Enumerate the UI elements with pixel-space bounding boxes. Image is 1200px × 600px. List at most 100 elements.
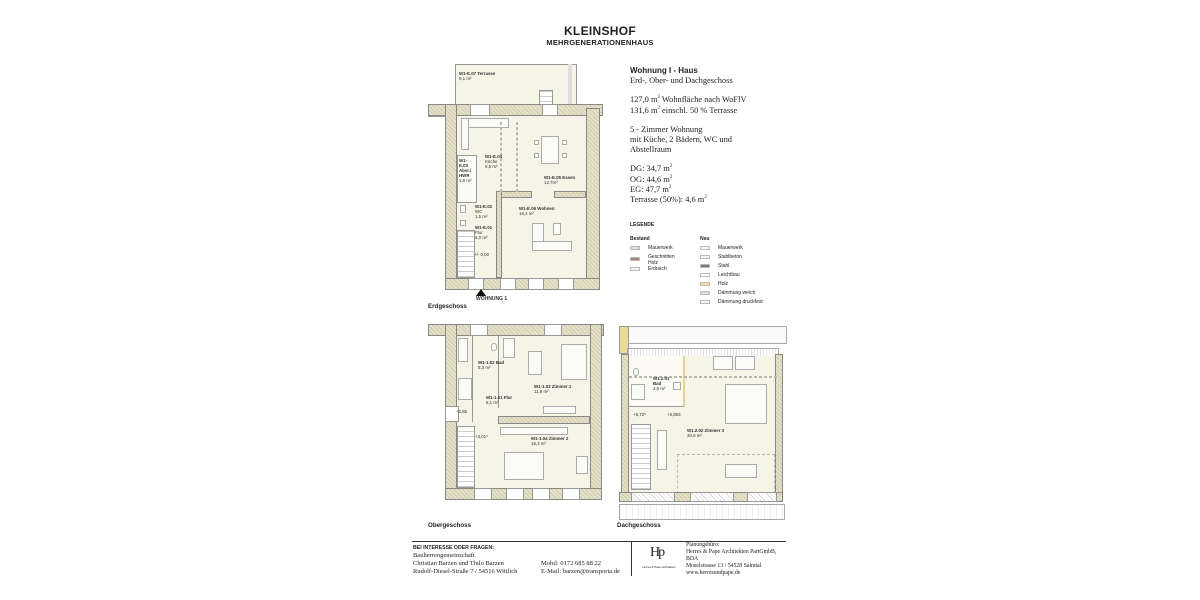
bed [725, 384, 767, 424]
wall [775, 354, 783, 494]
window [470, 324, 488, 336]
window [562, 488, 580, 500]
window [528, 278, 544, 290]
wall [496, 191, 502, 278]
legend-item: Dämmung druckfest [700, 298, 790, 307]
area-eg: EG: 47,7 m2 [630, 184, 672, 194]
contact-block: BEI INTERESSE ODER FRAGEN: Bauherrengeme… [413, 544, 633, 576]
wardrobe [500, 427, 568, 435]
legend-item: Erdreich [630, 265, 696, 274]
staircase [631, 424, 651, 490]
skylight [713, 356, 733, 370]
bed [561, 344, 587, 380]
legend-title: LEGENDE [630, 222, 655, 228]
swatch-icon [700, 246, 710, 250]
window [544, 324, 562, 336]
window [532, 488, 550, 500]
area-og: OG: 44,6 m2 [630, 174, 673, 184]
wall [554, 191, 586, 198]
wall [445, 104, 457, 290]
swatch-icon [700, 282, 710, 286]
wall [500, 191, 532, 198]
coffee-table [553, 223, 561, 235]
contact-email[interactable]: E-Mail: barzen@transporta.de [541, 568, 620, 575]
sofa [532, 241, 572, 251]
wardrobe [543, 406, 576, 414]
toilet [460, 205, 466, 213]
desk [528, 351, 542, 375]
legend-item: Stahl [700, 262, 790, 271]
architect-logo: Hp [650, 545, 665, 560]
unit-floors: Erd-, Ober- und Dachgeschoss [630, 76, 733, 86]
rooms-desc-3: Abstellraum [630, 145, 672, 155]
shower-tray [458, 378, 472, 400]
skylight [735, 356, 755, 370]
unit-title: Wohnung I - Haus [630, 66, 698, 75]
living-area: 127,0 m2 Wohnfläche nach WoFlV [630, 95, 747, 105]
swatch-icon [630, 246, 640, 250]
staircase [457, 426, 475, 488]
legend-bestand: Bestand Mauerwerk Geschnitten Holz Erdre… [630, 235, 696, 274]
swatch-icon [700, 255, 710, 259]
office-name: Herres & Pape Architekten PartGmbB, [686, 549, 777, 555]
contact-mobile: Mobil: 0172 685 88 22 [541, 560, 601, 567]
contact-heading: BEI INTERESSE ODER FRAGEN: [413, 545, 494, 551]
office-label: Planungsbüro: [686, 542, 720, 548]
logo-caption: Herres & Pape Architekten [642, 565, 676, 569]
bathtub [458, 338, 468, 362]
level-mark: +2,85 [456, 409, 468, 414]
footer-divider [631, 542, 632, 576]
rooms-desc-2: mit Küche, 2 Bädern, WC und [630, 135, 732, 145]
terrace-stairs [539, 90, 553, 108]
legend-item: Stahlbeton [700, 253, 790, 262]
contact-address: Rudolf-Diesel-Straße 7 / 54516 Wittlich [413, 568, 518, 575]
window [558, 278, 574, 290]
area-dg: DG: 34,7 m2 [630, 164, 673, 174]
area-terrasse: Terrasse (50%): 4,6 m2 [630, 195, 707, 205]
window [747, 492, 777, 502]
roof-eave [619, 326, 787, 344]
document-title: KLEINSHOF [563, 24, 637, 38]
unit-info: Wohnung I - Haus Erd-, Ober- und Dachges… [630, 66, 800, 214]
swatch-icon [630, 267, 640, 271]
swatch-icon [700, 264, 710, 268]
shower [503, 338, 515, 358]
window [506, 488, 524, 500]
legend-item: Geschnitten Holz [630, 254, 696, 266]
wall [590, 324, 602, 500]
contact-details: Mobil: 0172 685 88 22 E-Mail: barzen@tra… [541, 560, 633, 576]
office-web[interactable]: www.herresundpape.de [686, 570, 741, 576]
swatch-icon [700, 300, 710, 304]
plan-label-erdgeschoss: Erdgeschoss [428, 303, 467, 310]
footer-divider [412, 541, 786, 542]
shower [631, 384, 645, 400]
toilet [633, 368, 639, 376]
level-mark: +5,72⁵ [633, 412, 646, 417]
window [542, 104, 558, 116]
legend-item: Leichtbau [700, 271, 790, 280]
plan-label-dachgeschoss: Dachgeschoss [617, 522, 661, 529]
level-mark: +/- 0,00 [474, 252, 490, 257]
legend-neu: Neu Mauerwerk Stahlbeton Stahl Leichtbau… [700, 235, 790, 307]
wall [586, 108, 600, 290]
window [690, 492, 734, 502]
window [470, 104, 490, 116]
legend-item: Holz [700, 280, 790, 289]
legend-item: Mauerwerk [630, 244, 696, 253]
wall [621, 354, 629, 494]
staircase [457, 230, 475, 278]
rooms-desc-1: 5 - Zimmer Wohnung [630, 124, 703, 134]
entrance-arrow-icon [476, 289, 486, 296]
